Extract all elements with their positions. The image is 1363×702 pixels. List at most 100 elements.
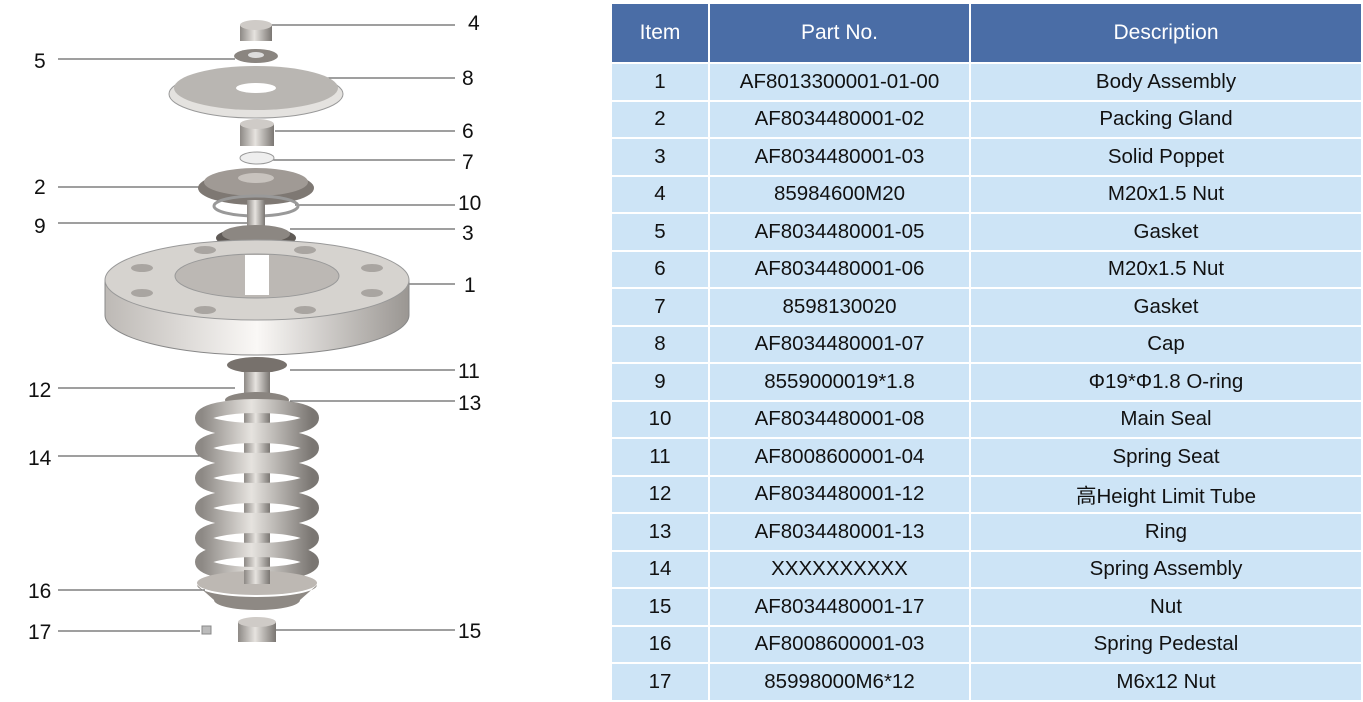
cell-description: Gasket <box>969 212 1363 252</box>
part-5-gasket <box>234 49 278 63</box>
cell-description: Ring <box>969 512 1363 552</box>
cell-part-no: AF8034480001-17 <box>708 587 971 627</box>
cell-part-no: 8559000019*1.8 <box>708 362 971 402</box>
callout-3: 3 <box>462 222 474 245</box>
cell-description: M6x12 Nut <box>969 662 1363 702</box>
cell-description: Nut <box>969 587 1363 627</box>
cell-description: Packing Gland <box>969 99 1363 139</box>
cell-part-no: AF8034480001-13 <box>708 512 971 552</box>
part-2-packing-gland <box>198 168 314 205</box>
callout-17: 17 <box>28 621 51 644</box>
cell-item: 2 <box>610 99 710 139</box>
cell-item: 16 <box>610 624 710 664</box>
callout-10: 10 <box>458 192 481 215</box>
cell-item: 4 <box>610 174 710 214</box>
callout-9: 9 <box>34 215 46 238</box>
cell-part-no: 8598130020 <box>708 287 971 327</box>
cell-item: 8 <box>610 324 710 364</box>
cell-description: M20x1.5 Nut <box>969 249 1363 289</box>
cell-description: 高Height Limit Tube <box>969 474 1363 514</box>
cell-part-no: AF8008600001-03 <box>708 624 971 664</box>
part-6-nut <box>240 119 274 146</box>
callout-14: 14 <box>28 447 52 470</box>
callout-4: 4 <box>468 12 480 35</box>
cell-part-no: AF8034480001-07 <box>708 324 971 364</box>
cell-item: 10 <box>610 399 710 439</box>
cell-item: 3 <box>610 137 710 177</box>
cell-item: 17 <box>610 662 710 702</box>
cell-item: 15 <box>610 587 710 627</box>
cell-item: 6 <box>610 249 710 289</box>
cell-item: 11 <box>610 437 710 477</box>
cell-part-no: AF8034480001-06 <box>708 249 971 289</box>
cell-part-no: XXXXXXXXXX <box>708 549 971 589</box>
part-8-cap <box>168 66 344 119</box>
part-17-nut <box>201 625 212 635</box>
header-item: Item <box>610 2 710 64</box>
cell-description: Spring Pedestal <box>969 624 1363 664</box>
part-11-spring-seat <box>227 357 287 373</box>
part-16-spring-pedestal <box>197 570 317 610</box>
table-header-row: Item Part No. Description <box>610 2 1363 64</box>
part-14-spring-assembly <box>195 399 319 581</box>
part-9-oring-stem <box>247 200 265 230</box>
cell-part-no: AF8034480001-05 <box>708 212 971 252</box>
callout-7: 7 <box>462 151 474 174</box>
header-part-no: Part No. <box>708 2 971 64</box>
part-7-gasket <box>239 151 275 165</box>
part-15-nut <box>238 617 276 642</box>
cell-item: 7 <box>610 287 710 327</box>
cell-part-no: AF8034480001-08 <box>708 399 971 439</box>
cell-item: 5 <box>610 212 710 252</box>
cell-part-no: AF8013300001-01-00 <box>708 62 971 102</box>
cell-description: Cap <box>969 324 1363 364</box>
cell-item: 13 <box>610 512 710 552</box>
cell-description: M20x1.5 Nut <box>969 174 1363 214</box>
cell-part-no: 85998000M6*12 <box>708 662 971 702</box>
cell-part-no: AF8034480001-02 <box>708 99 971 139</box>
cell-description: Φ19*Φ1.8 O-ring <box>969 362 1363 402</box>
callout-13: 13 <box>458 392 481 415</box>
leader-lines <box>58 24 455 632</box>
callout-8: 8 <box>462 67 474 90</box>
cell-part-no: AF8034480001-12 <box>708 474 971 514</box>
callout-11: 11 <box>458 360 480 383</box>
cell-description: Solid Poppet <box>969 137 1363 177</box>
cell-description: Body Assembly <box>969 62 1363 102</box>
part-4-nut <box>240 20 272 41</box>
header-description: Description <box>969 2 1363 64</box>
cell-item: 9 <box>610 362 710 402</box>
part-1-body-assembly <box>104 239 410 356</box>
cell-item: 14 <box>610 549 710 589</box>
cell-part-no: AF8034480001-03 <box>708 137 971 177</box>
callout-labels: 4 5 8 6 7 2 10 9 3 1 11 12 13 14 16 17 1… <box>28 12 481 644</box>
callout-1: 1 <box>464 274 476 297</box>
cell-description: Main Seal <box>969 399 1363 439</box>
callout-16: 16 <box>28 580 51 603</box>
callout-15: 15 <box>458 620 481 643</box>
cell-part-no: 85984600M20 <box>708 174 971 214</box>
callout-12: 12 <box>28 379 51 402</box>
cell-description: Gasket <box>969 287 1363 327</box>
cell-part-no: AF8008600001-04 <box>708 437 971 477</box>
callout-6: 6 <box>462 120 474 143</box>
callout-5: 5 <box>34 50 46 73</box>
exploded-view-drawing: 4 5 8 6 7 2 10 9 3 1 11 12 13 14 16 17 1… <box>28 12 481 644</box>
cell-description: Spring Seat <box>969 437 1363 477</box>
